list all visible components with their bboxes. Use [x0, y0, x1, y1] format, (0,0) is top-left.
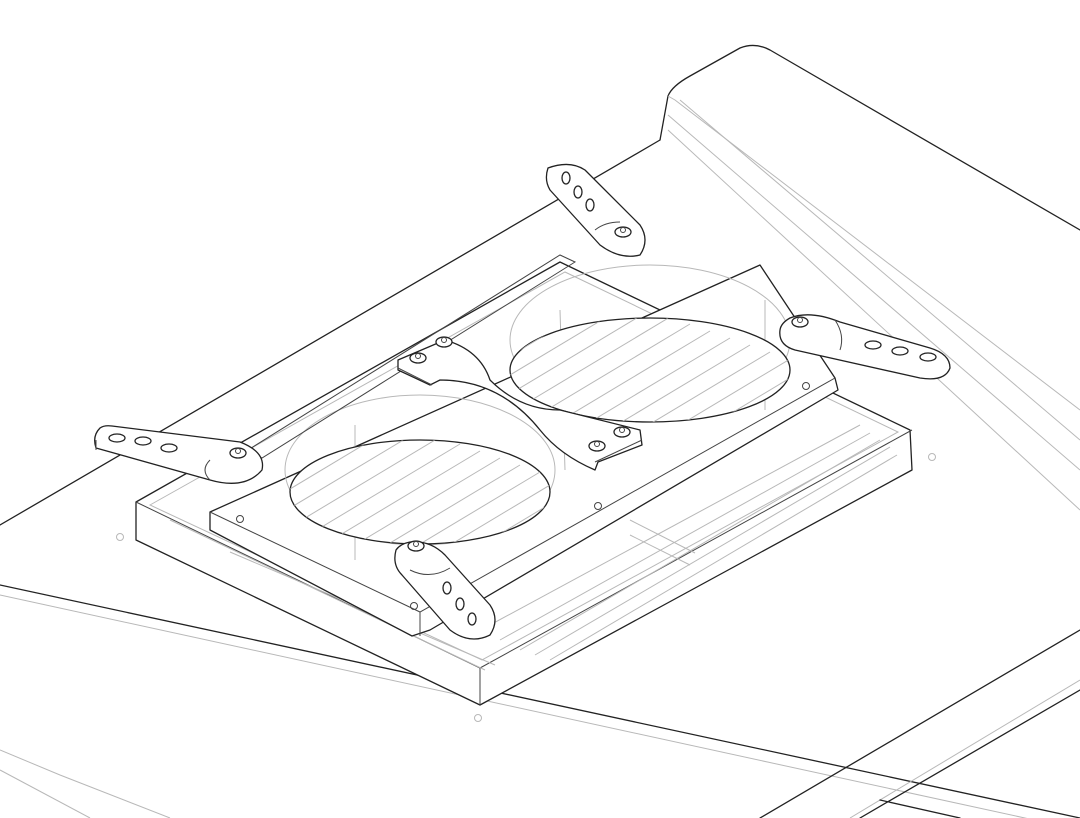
mounting-arm-right [779, 314, 951, 380]
hex-screw [613, 426, 631, 438]
mounting-arm-bottom [394, 540, 496, 640]
mounting-arm-left [94, 425, 264, 484]
mounting-arm-top [545, 163, 646, 257]
hex-screw [409, 352, 427, 364]
hex-screw [435, 336, 453, 348]
base-panel [0, 44, 1080, 818]
fan-opening-right [509, 317, 791, 423]
center-brace [397, 336, 643, 471]
hex-screw [588, 440, 606, 452]
